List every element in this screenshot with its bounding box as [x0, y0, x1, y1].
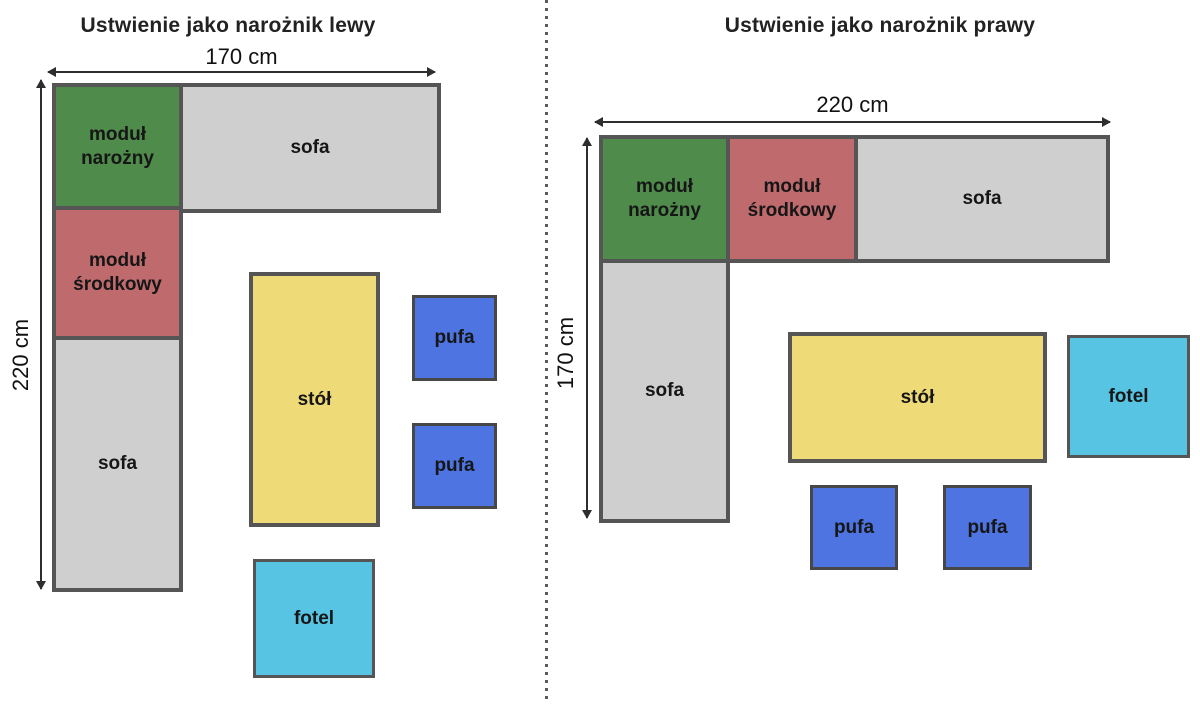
- left-width-label: 170 cm: [205, 44, 278, 69]
- left-corner-module-label: moduł narożny: [81, 123, 154, 169]
- left-armchair-box: fotel: [253, 559, 375, 678]
- panel-divider: [545, 0, 548, 704]
- right-width-dimension-arrow: [594, 117, 1111, 127]
- left-pouf-1-label: pufa: [434, 327, 475, 349]
- right-pouf-2-label: pufa: [967, 516, 1008, 538]
- right-sofa-horizontal-label: sofa: [962, 188, 1002, 210]
- left-middle-module-box: moduł środkowy: [52, 206, 183, 340]
- right-width-label: 220 cm: [816, 92, 889, 117]
- right-height-label: 170 cm: [553, 316, 578, 390]
- right-armchair-label: fotel: [1108, 385, 1149, 407]
- left-height-dimension-arrow: [36, 79, 46, 590]
- left-table-label: stół: [297, 388, 332, 410]
- left-panel-title: Ustwienie jako narożnik lewy: [80, 14, 376, 37]
- left-middle-module-label: moduł środkowy: [73, 250, 162, 295]
- right-corner-module-box: moduł narożny: [599, 135, 730, 263]
- right-sofa-horizontal-box: sofa: [854, 135, 1110, 263]
- left-sofa-vertical-label: sofa: [97, 453, 138, 475]
- right-table-label: stół: [900, 386, 935, 408]
- right-sofa-vertical-box: sofa: [599, 259, 730, 523]
- left-table-box: stół: [249, 272, 380, 527]
- left-armchair-label: fotel: [293, 607, 335, 629]
- right-pouf-2-box: pufa: [943, 485, 1032, 570]
- right-corner-module-label: moduł narożny: [628, 176, 701, 221]
- right-sofa-vertical-label: sofa: [644, 380, 685, 402]
- right-pouf-1-box: pufa: [810, 485, 898, 570]
- left-pouf-1-box: pufa: [412, 295, 497, 381]
- left-width-dimension-arrow: [47, 67, 436, 77]
- left-sofa-vertical-box: sofa: [52, 336, 183, 592]
- left-pouf-2-box: pufa: [412, 423, 497, 509]
- right-middle-module-box: moduł środkowy: [726, 135, 858, 263]
- right-panel: Ustwienie jako narożnik prawy 220 cm 170…: [548, 0, 1200, 704]
- left-pouf-2-label: pufa: [434, 455, 475, 477]
- right-middle-module-label: moduł środkowy: [747, 176, 837, 221]
- left-sofa-horizontal-label: sofa: [290, 137, 330, 159]
- left-height-label: 220 cm: [8, 318, 33, 392]
- right-panel-title: Ustwienie jako narożnik prawy: [724, 14, 1036, 37]
- left-corner-module-box: moduł narożny: [52, 83, 183, 210]
- right-pouf-1-label: pufa: [833, 516, 875, 538]
- left-panel: Ustwienie jako narożnik lewy 170 cm 220 …: [0, 0, 545, 704]
- right-height-dimension-arrow: [582, 137, 592, 519]
- left-sofa-horizontal-box: sofa: [179, 83, 441, 213]
- right-table-box: stół: [788, 332, 1047, 463]
- right-armchair-box: fotel: [1067, 335, 1190, 458]
